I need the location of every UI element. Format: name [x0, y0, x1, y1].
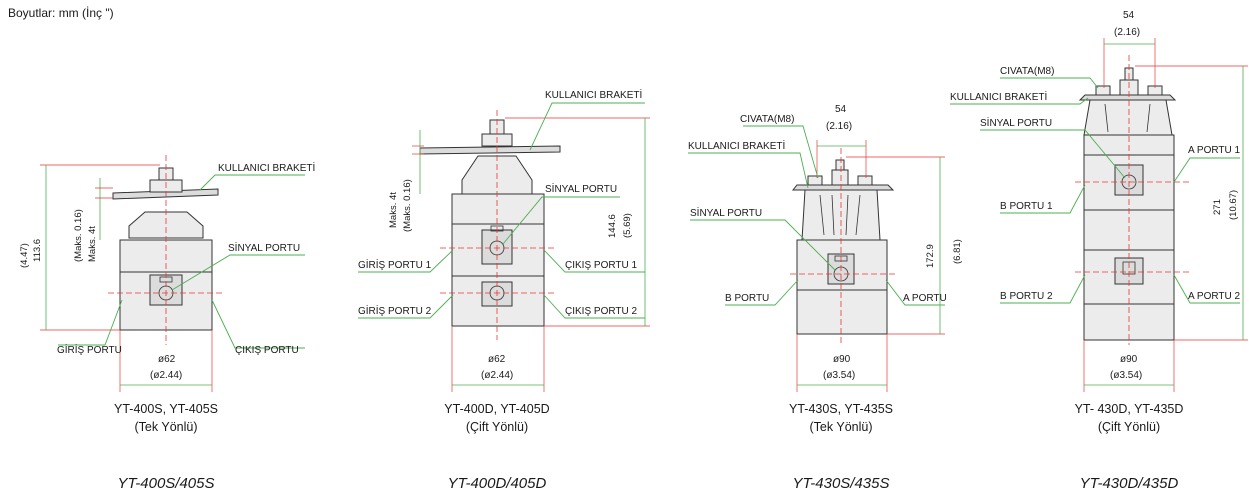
dim-max-inch: (Maks. 0.16) — [402, 179, 413, 232]
caption-models: YT-430S, YT-435S — [789, 402, 893, 416]
caption-type: (Tek Yönlü) — [810, 420, 873, 434]
label-outlet-port-1: ÇIKIŞ PORTU 1 — [565, 260, 637, 271]
caption-models: YT- 430D, YT-435D — [1075, 402, 1184, 416]
user-bracket — [1078, 94, 1177, 101]
label-signal-port: SİNYAL PORTU — [980, 116, 1052, 129]
label-bracket: KULLANICI BRAKETİ — [950, 90, 1047, 103]
dim-top-text: 54 — [835, 104, 847, 115]
dim-height-text: 271 — [1212, 199, 1223, 215]
unit-yt-400s: KULLANICI BRAKETİ SİNYAL PORTU GİRİŞ POR… — [19, 155, 315, 492]
dim-width-text: ø62 — [488, 354, 506, 365]
dim-top-inch: (2.16) — [826, 121, 852, 132]
caption-type: (Çift Yönlü) — [1098, 420, 1160, 434]
dim-height-inch: (5.69) — [622, 213, 633, 238]
label-b-port: B PORTU — [725, 293, 769, 304]
dim-height-inch: (10.67) — [1228, 190, 1239, 220]
label-b-port-1: B PORTU 1 — [1000, 201, 1053, 212]
dim-width-text: ø62 — [158, 354, 176, 365]
label-a-port: A PORTU — [903, 293, 947, 304]
dim-top-text: 54 — [1123, 10, 1135, 21]
label-bolt: CIVATA(M8) — [1000, 66, 1054, 77]
unit-yt-430d: CIVATA(M8) KULLANICI BRAKETİ SİNYAL PORT… — [950, 10, 1248, 492]
unit-yt-430s: CIVATA(M8) KULLANICI BRAKETİ SİNYAL PORT… — [688, 104, 963, 492]
label-outlet-port: ÇIKIŞ PORTU — [235, 345, 299, 356]
label-inlet-port: GİRİŞ PORTU — [57, 343, 122, 356]
model-title: YT-400S/405S — [117, 475, 214, 492]
lower-body — [796, 289, 888, 335]
page-header: Boyutlar: mm (İnç ") — [8, 6, 114, 20]
caption-type: (Tek Yönlü) — [135, 420, 198, 434]
label-a-port-2: A PORTU 2 — [1188, 291, 1240, 302]
label-b-port-2: B PORTU 2 — [1000, 291, 1053, 302]
label-inlet-port-2: GİRİŞ PORTU 2 — [358, 304, 432, 317]
model-title: YT-430S/435S — [792, 475, 889, 492]
dim-height-inch: (6.81) — [952, 239, 963, 264]
dim-width-inch: (ø2.44) — [150, 370, 182, 381]
dim-max-text: Maks. 4t — [388, 192, 399, 228]
bracket-frame — [1083, 99, 1173, 136]
dim-width-text: ø90 — [1120, 354, 1138, 365]
label-outlet-port-2: ÇIKIŞ PORTU 2 — [565, 306, 637, 317]
dim-max-text: Maks. 4t — [87, 226, 98, 262]
dim-width-inch: (ø2.44) — [481, 370, 513, 381]
caption-models: YT-400S, YT-405S — [114, 402, 218, 416]
model-title: YT-400D/405D — [448, 475, 547, 492]
dim-height-inch: (4.47) — [19, 243, 30, 268]
upper-body — [451, 193, 545, 225]
dim-top-inch: (2.16) — [1114, 27, 1140, 38]
actuator-cap — [128, 211, 204, 239]
user-bracket — [112, 188, 219, 200]
label-signal-port: SİNYAL PORTU — [228, 241, 300, 254]
label-bolt: CIVATA(M8) — [740, 114, 794, 125]
model-title: YT-430D/435D — [1080, 475, 1179, 492]
user-bracket — [419, 145, 561, 155]
label-bracket: KULLANICI BRAKETİ — [218, 161, 315, 174]
label-inlet-port-1: GİRİŞ PORTU 1 — [358, 258, 432, 271]
dim-height-text: 172.9 — [925, 244, 936, 268]
dim-max-inch: (Maks. 0.16) — [73, 209, 84, 262]
label-signal-port: SİNYAL PORTU — [545, 182, 617, 195]
dim-width-inch: (ø3.54) — [823, 370, 855, 381]
caption-type: (Çift Yönlü) — [466, 420, 528, 434]
dim-width-inch: (ø3.54) — [1110, 370, 1142, 381]
label-signal-port: SİNYAL PORTU — [690, 206, 762, 219]
dim-height-text: 144.6 — [607, 214, 618, 238]
label-bracket: KULLANICI BRAKETİ — [545, 88, 642, 101]
dim-height-text: 113.6 — [32, 239, 43, 262]
label-bracket: KULLANICI BRAKETİ — [688, 139, 785, 152]
unit-yt-400d: KULLANICI BRAKETİ SİNYAL PORTU GİRİŞ POR… — [358, 88, 650, 492]
label-a-port-1: A PORTU 1 — [1188, 145, 1240, 156]
caption-models: YT-400D, YT-405D — [444, 402, 549, 416]
dim-width-text: ø90 — [833, 354, 851, 365]
